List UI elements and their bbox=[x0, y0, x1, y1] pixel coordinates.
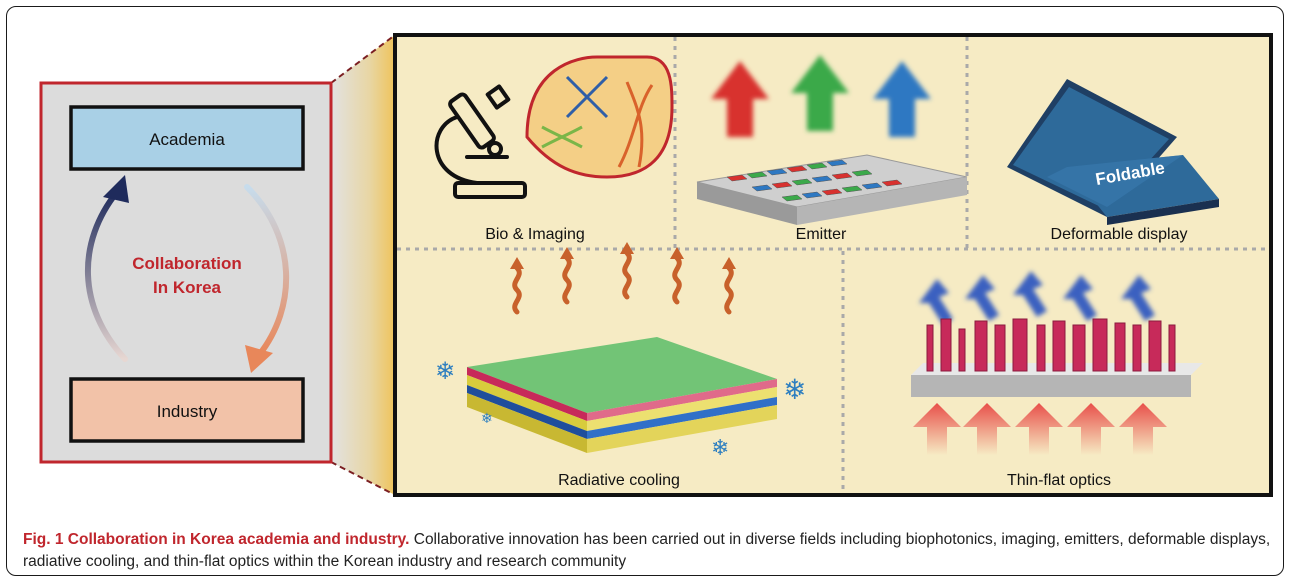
radiative-cooling-label: Radiative cooling bbox=[558, 472, 680, 489]
collaboration-label: Collaboration bbox=[132, 254, 242, 273]
dna-icon bbox=[541, 75, 654, 168]
in-korea-label: In Korea bbox=[153, 278, 222, 297]
pixel-array-icon bbox=[696, 154, 968, 225]
caption-body: Collaborative innovation has been carrie… bbox=[23, 531, 1271, 570]
svg-text:❄: ❄ bbox=[711, 436, 729, 461]
caption-title: Fig. 1 Collaboration in Korea academia a… bbox=[23, 531, 410, 548]
figure-frame: Academia Industry Collaboration In Korea… bbox=[6, 6, 1284, 576]
deformable-display-label: Deformable display bbox=[1051, 226, 1188, 243]
snowflake-icons: ❄ ❄ ❄ ❄ bbox=[435, 357, 806, 461]
heat-arrowheads bbox=[510, 242, 736, 269]
microscope-icon bbox=[434, 84, 527, 199]
thin-flat-optics-label: Thin-flat optics bbox=[1007, 472, 1111, 489]
heat-wave-icons bbox=[512, 250, 734, 315]
zoom-line-bottom bbox=[330, 461, 396, 496]
svg-text:❄: ❄ bbox=[783, 373, 806, 406]
academia-box bbox=[69, 105, 305, 171]
svg-text:❄: ❄ bbox=[481, 411, 493, 427]
arrow-up-curve bbox=[84, 189, 128, 362]
diagram: Academia Industry Collaboration In Korea… bbox=[39, 33, 1273, 497]
emitter-label: Emitter bbox=[796, 226, 847, 243]
bio-imaging-label: Bio & Imaging bbox=[485, 226, 585, 243]
academia-label: Academia bbox=[149, 130, 225, 149]
arrow-down-head bbox=[245, 345, 273, 373]
red-input-arrows bbox=[913, 403, 1167, 455]
emitter-arrows bbox=[711, 55, 931, 137]
cooling-layers-icon bbox=[467, 337, 777, 453]
industry-box bbox=[69, 377, 305, 443]
figure-caption: Fig. 1 Collaboration in Korea academia a… bbox=[23, 529, 1273, 573]
foldable-display-icon: Foldable bbox=[1007, 79, 1219, 225]
industry-label: Industry bbox=[157, 402, 218, 421]
zoom-line-top bbox=[330, 34, 396, 84]
arrow-down-curve bbox=[244, 184, 290, 358]
blue-output-arrows bbox=[919, 271, 1155, 325]
zoom-wedge bbox=[331, 35, 395, 495]
svg-text:❄: ❄ bbox=[435, 357, 455, 385]
arrow-up-head bbox=[103, 175, 129, 203]
dna-bubble bbox=[525, 55, 674, 179]
metasurface-icon bbox=[911, 318, 1203, 397]
